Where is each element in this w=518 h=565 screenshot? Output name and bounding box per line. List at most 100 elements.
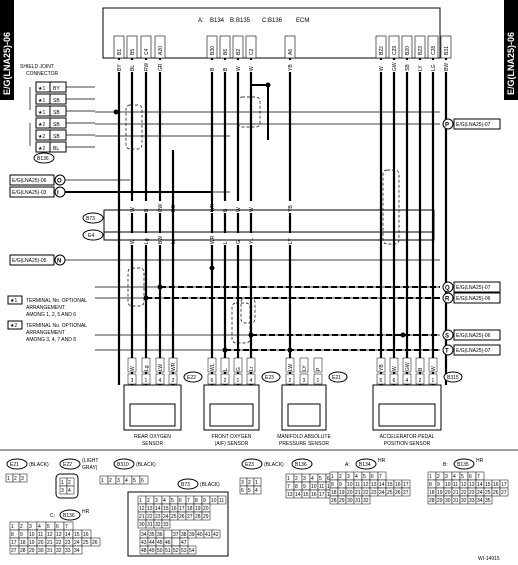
svg-text:3: 3 (303, 476, 306, 482)
svg-text:17: 17 (501, 482, 507, 488)
ref-code: E/G(LNA25)-06 (456, 296, 491, 302)
svg-text:7: 7 (287, 484, 290, 490)
svg-text:B136: B136 (63, 513, 75, 519)
svg-text:22: 22 (147, 514, 153, 520)
wire-color-label: W (236, 66, 242, 71)
svg-text:5: 5 (461, 474, 464, 480)
svg-text:(BLACK): (BLACK) (136, 462, 156, 468)
svg-text:6: 6 (141, 478, 144, 484)
ecm-pin-label: C2 (249, 48, 255, 55)
ref-code: E/G(LNA25)-05 (12, 258, 47, 264)
svg-text:1: 1 (432, 378, 435, 384)
wire-color-label: L (223, 241, 229, 244)
svg-text:34: 34 (141, 532, 147, 538)
svg-text:33: 33 (65, 548, 71, 554)
svg-text:4: 4 (250, 378, 253, 384)
shield-wire-label: SB (53, 122, 60, 128)
svg-text:31: 31 (355, 498, 361, 504)
figure-id: WI-14915 (478, 556, 500, 562)
wire-color-label: LY (418, 65, 424, 71)
ref-code: E/G(LNA25)-07 (456, 285, 491, 291)
svg-text:E23: E23 (265, 375, 274, 381)
svg-text:20: 20 (203, 506, 209, 512)
svg-text:★2: ★2 (10, 323, 17, 329)
svg-text:28: 28 (429, 498, 435, 504)
svg-text:GRAY): GRAY) (82, 465, 98, 471)
svg-text:11: 11 (453, 482, 458, 488)
splice-dot (157, 284, 163, 290)
svg-text:E4: E4 (88, 233, 94, 239)
svg-text:32: 32 (56, 548, 62, 554)
svg-text:2: 2 (289, 378, 292, 384)
svg-text:29: 29 (29, 548, 35, 554)
svg-text:22: 22 (363, 490, 369, 496)
svg-text:C:: C: (262, 18, 268, 24)
svg-text:A:: A: (345, 462, 350, 468)
svg-text:3: 3 (61, 488, 64, 494)
svg-text:9: 9 (203, 498, 206, 504)
svg-text:11: 11 (219, 498, 224, 504)
svg-text:36: 36 (157, 532, 163, 538)
svg-text:SHIELD JOINT: SHIELD JOINT (20, 64, 54, 70)
wire-color-label: YB (288, 64, 294, 71)
svg-text:2: 2 (224, 378, 227, 384)
svg-text:1: 1 (61, 480, 64, 486)
svg-text:9: 9 (437, 482, 440, 488)
svg-text:L: L (223, 368, 229, 371)
svg-text:1: 1 (255, 480, 258, 486)
ref-code: E/G(LNA25)-07 (456, 122, 491, 128)
svg-text:39: 39 (189, 532, 195, 538)
ref-letter: S (445, 334, 449, 340)
svg-text:20: 20 (445, 490, 451, 496)
svg-text:33: 33 (163, 522, 169, 528)
svg-text:6: 6 (327, 476, 330, 482)
splice-dot (209, 265, 215, 271)
svg-text:SENSOR: SENSOR (142, 441, 164, 447)
svg-text:30: 30 (139, 522, 145, 528)
wire-color-bg (208, 60, 216, 72)
svg-text:18: 18 (20, 540, 26, 546)
svg-text:30: 30 (38, 548, 44, 554)
svg-text:4: 4 (68, 488, 71, 494)
ref-code: E/G(LNA25)-06 (456, 333, 491, 339)
ecm-pin-label: A20 (158, 46, 164, 55)
svg-text:18: 18 (429, 490, 435, 496)
svg-text:PRESSURE SENSOR: PRESSURE SENSOR (279, 441, 329, 447)
svg-text:B:: B: (230, 18, 236, 24)
svg-text:2: 2 (295, 476, 298, 482)
svg-text:3: 3 (155, 498, 158, 504)
svg-text:23: 23 (65, 540, 71, 546)
svg-text:5: 5 (248, 488, 251, 494)
shield-wire-label: BL (53, 146, 59, 152)
shield-pin-mark-text: ★1 (38, 86, 45, 92)
svg-text:5: 5 (319, 476, 322, 482)
svg-text:17: 17 (179, 506, 185, 512)
shield-pin-mark-text: ★2 (38, 122, 45, 128)
svg-text:12: 12 (461, 482, 467, 488)
svg-text:46: 46 (165, 540, 171, 546)
ref-letter: N (57, 259, 61, 265)
svg-text:27: 27 (403, 490, 409, 496)
svg-text:7: 7 (477, 474, 480, 480)
svg-text:28: 28 (20, 548, 26, 554)
svg-text:24: 24 (477, 490, 483, 496)
svg-text:22: 22 (461, 490, 467, 496)
wire-color-bg (115, 60, 123, 72)
svg-text:E/G(LNA25)-06: E/G(LNA25)-06 (506, 32, 516, 95)
svg-text:3: 3 (303, 378, 306, 384)
svg-text:E22: E22 (187, 375, 196, 381)
ecm-pin-label: B1 (117, 49, 123, 55)
svg-text:GW: GW (405, 362, 411, 371)
shield-outline (125, 104, 143, 150)
svg-text:3: 3 (21, 476, 24, 482)
svg-text:2: 2 (68, 480, 71, 486)
splice-dot (400, 332, 406, 338)
ref-letter: I (57, 191, 59, 197)
ref-code: E/G(LNA25)-03 (12, 190, 47, 196)
